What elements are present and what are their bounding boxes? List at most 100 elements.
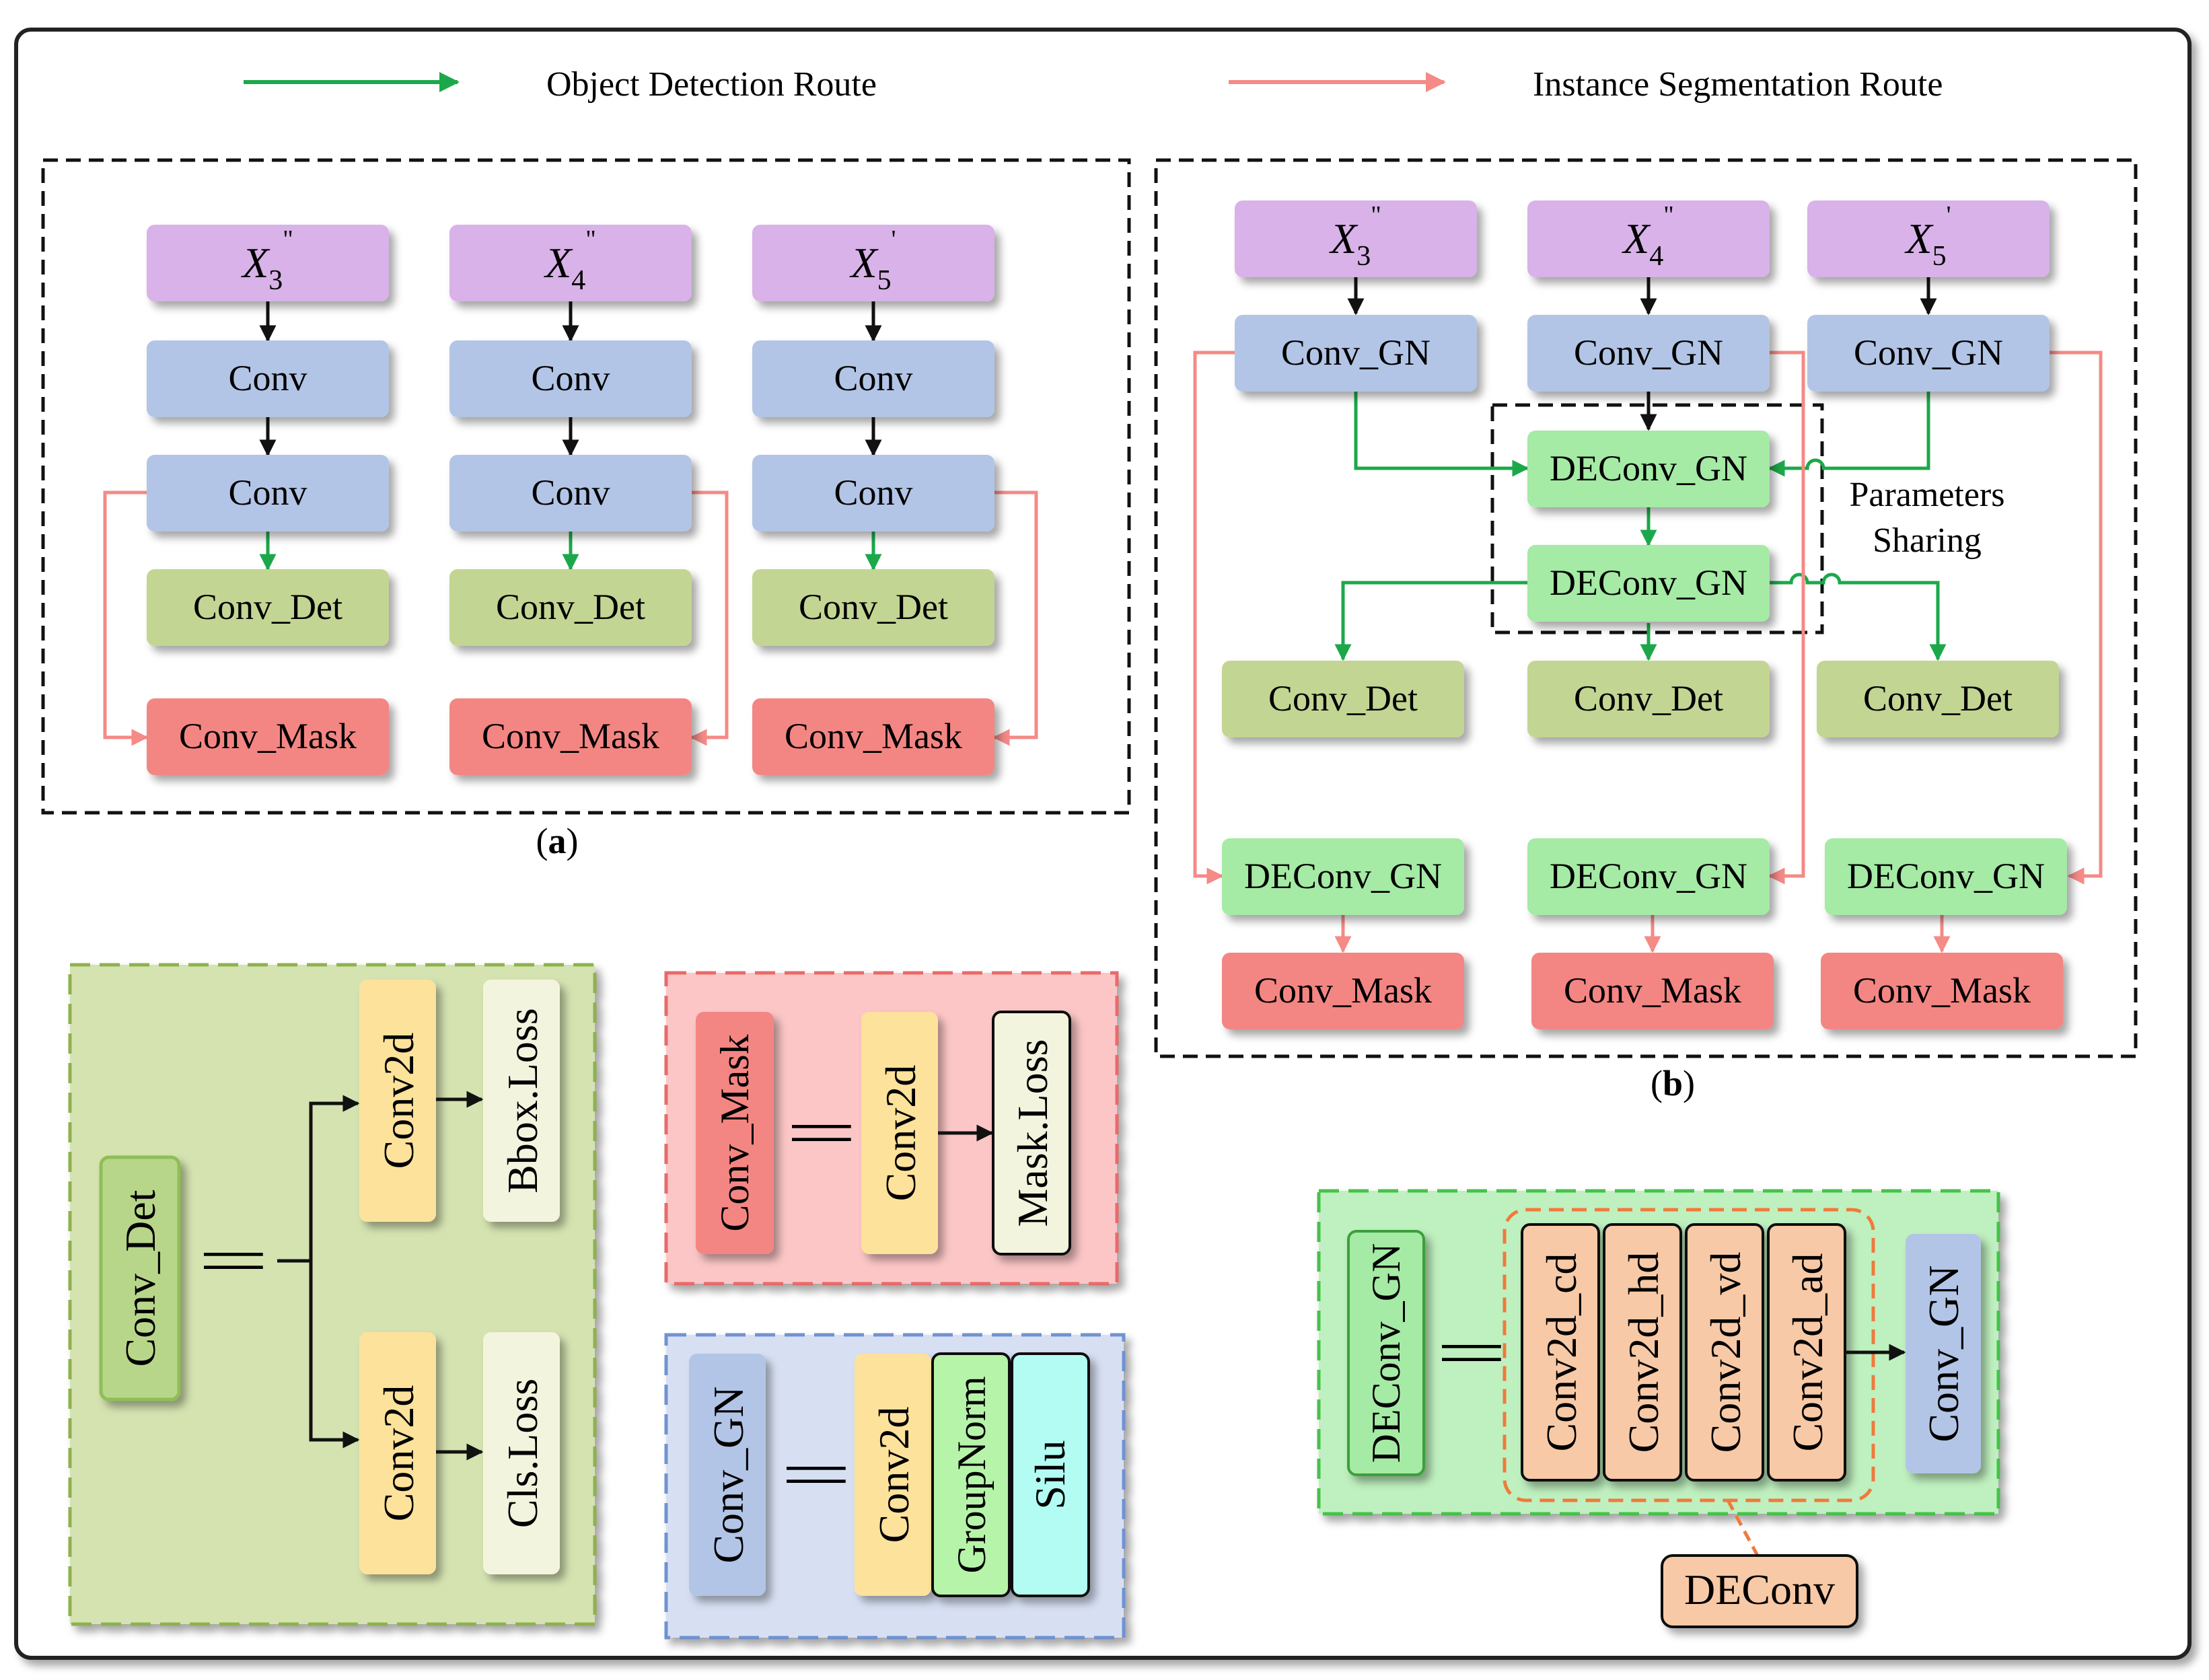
- conv-det-node: [1527, 661, 1770, 737]
- legend: Object Detection Route Instance Segmenta…: [244, 65, 1943, 104]
- input-node-x3: [147, 225, 389, 301]
- parameters-sharing-frame: [1490, 403, 1824, 634]
- input-label-x5: X5': [849, 225, 896, 296]
- conv-mask-node: [147, 698, 389, 775]
- groupnorm-label: GroupNorm: [949, 1376, 994, 1573]
- shared-deconv-gn-label-1: DEConv_GN: [1550, 448, 1747, 488]
- conv-gn-node: [1807, 315, 2050, 392]
- conv2d-label: Conv2d: [375, 1385, 423, 1522]
- conv-mask-label: Conv_Mask: [179, 716, 357, 756]
- equals-sign: ||: [792, 1120, 864, 1146]
- mask-loss-node: [992, 1011, 1071, 1255]
- conv-det-module: [99, 1155, 181, 1401]
- panel-b-caption: (b): [1651, 1063, 1695, 1103]
- conv2d-node: [861, 1012, 938, 1254]
- deconv-gn-label: DEConv_GN: [1244, 856, 1442, 896]
- conv-node: [147, 340, 389, 417]
- conv-label: Conv: [228, 358, 307, 398]
- conv-det-label: Conv_Det: [799, 587, 948, 627]
- deconv-gn-node: [1222, 838, 1464, 915]
- conv-node: [449, 340, 692, 417]
- detail-conv-gn: Conv_GN || Conv2d GroupNorm Silu: [664, 1333, 1126, 1640]
- conv-det-node: [449, 569, 692, 646]
- conv-det-label: Conv_Det: [1863, 678, 2013, 719]
- deconv-gn-module-label: DEConv_GN: [1364, 1243, 1408, 1463]
- deconv-label: DEConv: [1684, 1566, 1835, 1613]
- conv2d-cd-node: [1521, 1223, 1600, 1482]
- conv-label: Conv: [228, 472, 307, 513]
- silu-label: Silu: [1026, 1440, 1074, 1509]
- conv-det-node: [147, 569, 389, 646]
- conv-node: [752, 340, 994, 417]
- input-label-x4: X4": [1621, 201, 1674, 272]
- conv2d-node: [359, 1332, 436, 1574]
- legend-segmentation-label: Instance Segmentation Route: [1533, 65, 1943, 104]
- conv-det-label: Conv_Det: [1574, 678, 1723, 719]
- conv2d-vd-label: Conv2d_vd: [1702, 1252, 1749, 1453]
- conv-mask-node: [752, 698, 994, 775]
- input-node-x4: [449, 225, 692, 301]
- conv2d-label: Conv2d: [870, 1407, 918, 1543]
- detail-deconv-gn: DEConv_GN || Conv2d_cd Conv2d_hd Conv2d_…: [1317, 1189, 2000, 1628]
- conv2d-vd-node: [1685, 1223, 1764, 1482]
- panel-a-column-3: X5' Conv Conv Conv_Det Conv_Mask: [752, 225, 994, 775]
- conv-gn-output-node: [1906, 1234, 1981, 1473]
- bbox-loss-node: [483, 980, 560, 1222]
- conv2d-hd-label: Conv2d_hd: [1620, 1252, 1667, 1453]
- conv-det-label: Conv_Det: [1268, 678, 1418, 719]
- conv2d-label: Conv2d: [375, 1033, 423, 1169]
- input-node-x4: [1527, 200, 1770, 277]
- conv2d-ad-label: Conv2d_ad: [1784, 1253, 1832, 1451]
- conv-gn-module-label: Conv_GN: [704, 1386, 752, 1563]
- input-node-x5: [752, 225, 994, 301]
- input-node-x3: [1235, 200, 1477, 277]
- conv-gn-label: Conv_GN: [1854, 332, 2003, 373]
- conv-mask-node: [1531, 953, 1774, 1029]
- conv-label: Conv: [834, 358, 912, 398]
- conv2d-node: [359, 980, 436, 1222]
- conv-mask-label: Conv_Mask: [1254, 970, 1432, 1011]
- equals-sign: ||: [204, 1248, 276, 1274]
- deconv-gn-label: DEConv_GN: [1847, 856, 2045, 896]
- deconv-label-leader: [1726, 1499, 1760, 1557]
- conv-node: [752, 455, 994, 532]
- conv-gn-label: Conv_GN: [1281, 332, 1431, 373]
- conv-gn-output-label: Conv_GN: [1920, 1265, 1967, 1442]
- deconv-group-frame: [1502, 1208, 1875, 1502]
- split-arrow-top: [309, 1095, 360, 1261]
- deconv-gn-module: [1347, 1230, 1425, 1476]
- conv2d-node: [855, 1354, 931, 1596]
- conv-label: Conv: [531, 358, 610, 398]
- shared-deconv-gn-node-2: [1527, 545, 1770, 622]
- conv-mask-node: [1222, 953, 1464, 1029]
- cls-loss-node: [483, 1332, 560, 1574]
- parameters-sharing-label: Parameters: [1849, 476, 2004, 514]
- conv2d-hd-node: [1603, 1223, 1682, 1482]
- input-label-x4: X4": [543, 225, 596, 296]
- panel-a-arrows: [103, 301, 1038, 746]
- conv-mask-node: [449, 698, 692, 775]
- panel-b-arrows: [1193, 277, 2103, 953]
- parameters-sharing-label: Sharing: [1873, 521, 1982, 560]
- shared-deconv-gn-label-2: DEConv_GN: [1550, 562, 1747, 603]
- equals-sign: ||: [1442, 1340, 1514, 1366]
- conv-gn-node: [1235, 315, 1477, 392]
- shared-deconv-gn-node-1: [1527, 431, 1770, 507]
- conv-det-node: [752, 569, 994, 646]
- panel-a-caption: (a): [536, 821, 579, 861]
- input-label-x3: X3": [1328, 201, 1381, 272]
- conv-mask-module-label: Conv_Mask: [713, 1034, 757, 1231]
- conv-mask-module: [696, 1012, 774, 1254]
- panel-a-column-2: X4" Conv Conv Conv_Det Conv_Mask: [449, 225, 692, 775]
- conv-gn-label: Conv_GN: [1574, 332, 1723, 373]
- panel-a: X3" Conv Conv Conv_Det Conv_Mask X4" Con…: [41, 158, 1131, 861]
- cls-loss-label: Cls.Loss: [499, 1379, 546, 1528]
- conv-det-module-label: Conv_Det: [116, 1190, 164, 1366]
- conv-det-node: [1817, 661, 2059, 737]
- conv-mask-label: Conv_Mask: [1564, 970, 1741, 1011]
- input-node-x5: [1807, 200, 2050, 277]
- panel-a-column-1: X3" Conv Conv Conv_Det Conv_Mask: [147, 225, 389, 775]
- split-arrow-bottom: [309, 1261, 360, 1449]
- panel-b: X3" X4" X5' Conv_GN Conv_GN Conv_GN DECo…: [1154, 158, 2138, 1103]
